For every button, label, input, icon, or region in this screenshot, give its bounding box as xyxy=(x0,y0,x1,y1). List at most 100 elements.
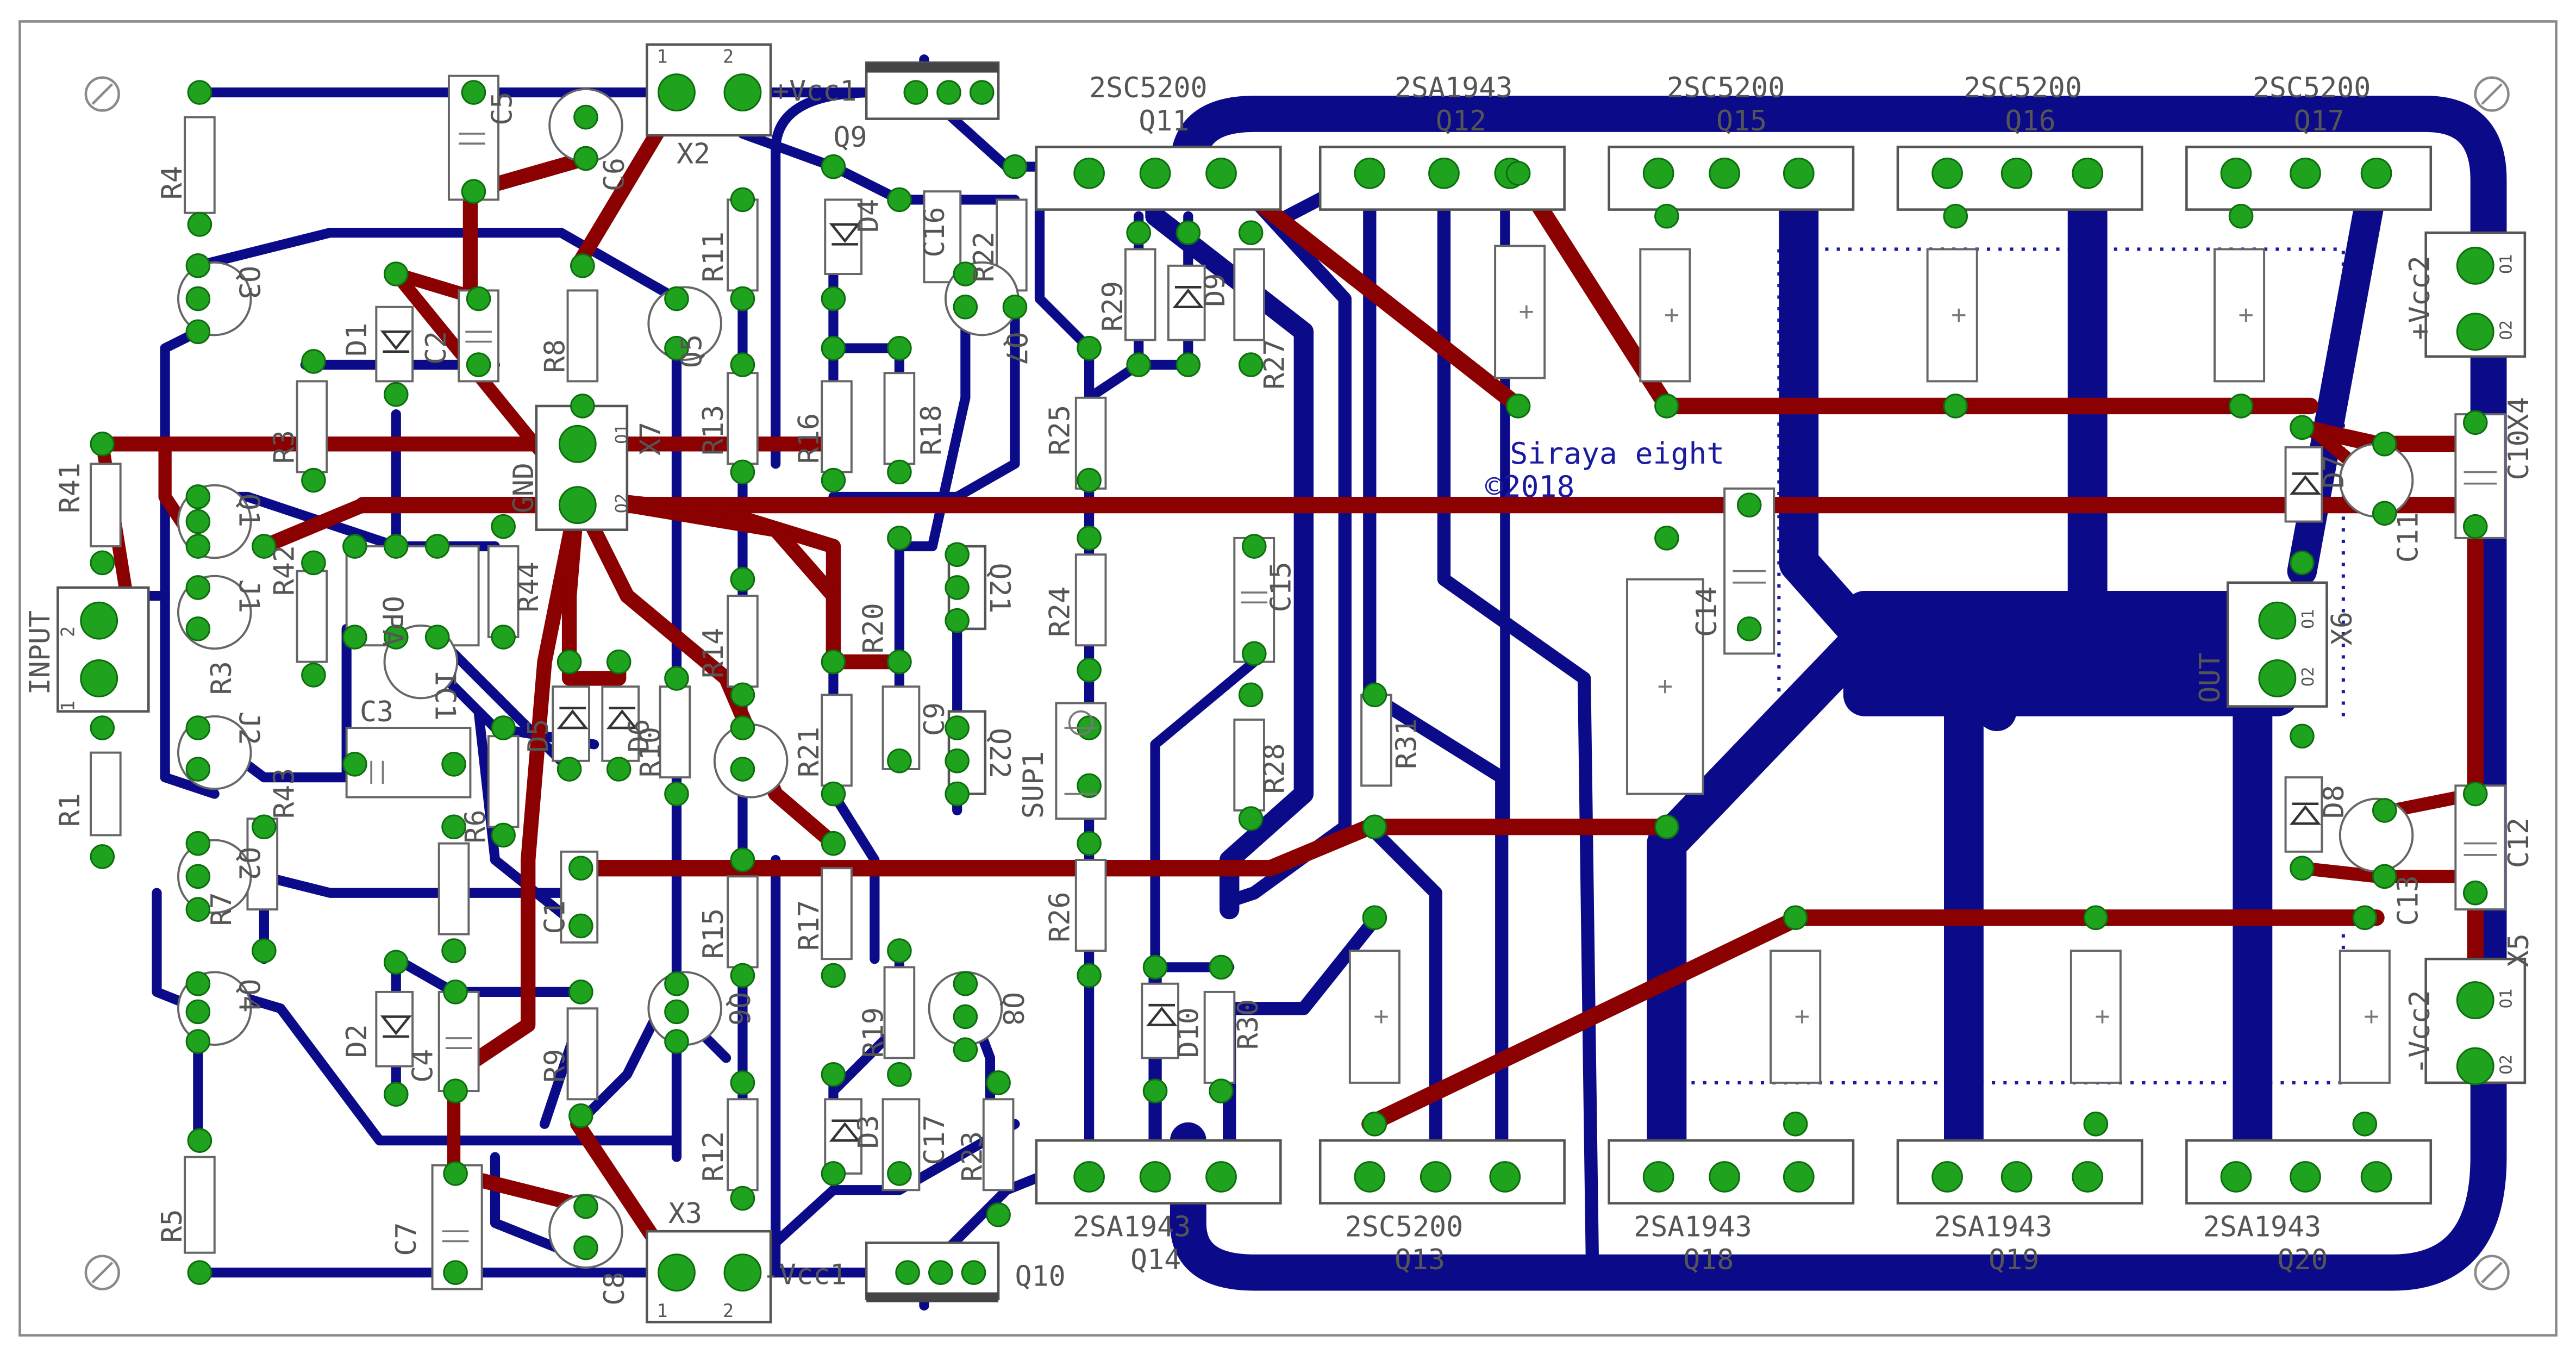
ref-q13: Q13 xyxy=(1395,1244,1445,1276)
label-r8: R8 xyxy=(539,339,571,373)
r17-body xyxy=(821,867,853,960)
r11-body xyxy=(727,198,759,292)
top-copper-layer xyxy=(95,93,2484,1280)
label-c1: C1 xyxy=(539,900,571,934)
label-r13: R13 xyxy=(697,405,730,456)
label-x3-pin1: 1 xyxy=(657,1300,668,1321)
bottom-copper-layer xyxy=(94,54,2507,1311)
label-vcc1-negative: -Vcc1 xyxy=(762,1258,847,1291)
label-c9: C9 xyxy=(918,702,951,736)
label-r21: R21 xyxy=(793,727,826,777)
label-q7: Q7 xyxy=(999,332,1032,365)
label-x7: X7 xyxy=(635,422,667,456)
label-r9: R9 xyxy=(539,1049,571,1083)
label-d9: D9 xyxy=(1199,273,1231,307)
r15-body xyxy=(727,875,759,969)
part-q13: 2SC5200 xyxy=(1345,1211,1464,1243)
r44-body xyxy=(487,545,520,639)
part-q19: 2SA1943 xyxy=(1934,1211,2053,1243)
label-r14: R14 xyxy=(697,628,730,678)
r24-body xyxy=(1074,553,1107,647)
label-x3-pin2: 2 xyxy=(723,1300,734,1321)
label-opa: OPA xyxy=(376,596,408,646)
label-q3: Q3 xyxy=(232,266,265,300)
label-r19: R19 xyxy=(858,1007,890,1058)
label-q5: Q5 xyxy=(676,334,709,368)
label-r24: R24 xyxy=(1044,587,1077,637)
driver-heatsink-bars xyxy=(866,63,999,1302)
label-q22: Q22 xyxy=(983,728,1016,778)
label-vcc2-negative: -Vcc2 xyxy=(2404,990,2436,1074)
label-r28: R28 xyxy=(1258,743,1291,794)
label-q10: Q10 xyxy=(1015,1260,1065,1293)
label-c14: C14 xyxy=(1691,587,1723,637)
label-d3: D3 xyxy=(852,1115,885,1149)
label-j1: J1 xyxy=(232,579,265,613)
c16-body xyxy=(923,190,962,284)
label-c11: C11 xyxy=(2392,512,2424,563)
r4-body xyxy=(184,116,216,214)
label-c10: C10 xyxy=(2503,429,2535,480)
r23-body xyxy=(982,1098,1015,1191)
label-ic1: IC1 xyxy=(429,670,461,721)
label-r25: R25 xyxy=(1044,405,1077,456)
label-x7-pin1: O1 xyxy=(612,424,632,444)
label-r6: R6 xyxy=(460,809,492,843)
r18-body xyxy=(883,372,916,465)
label-c5: C5 xyxy=(486,92,518,126)
label-q9: Q9 xyxy=(833,121,867,154)
r28-body xyxy=(1233,718,1265,812)
ref-q12: Q12 xyxy=(1436,105,1486,138)
d2-body xyxy=(375,990,414,1068)
label-r4: R4 xyxy=(156,166,189,199)
label-d4: D4 xyxy=(852,199,885,233)
r29-body xyxy=(1124,248,1156,341)
label-q2: Q2 xyxy=(232,847,265,881)
r30-body xyxy=(1203,990,1236,1084)
label-c2: C2 xyxy=(420,331,453,365)
label-r43: R43 xyxy=(268,768,301,819)
r5-body xyxy=(184,1156,216,1254)
label-x5: X5 xyxy=(2503,933,2535,967)
label-input-pin2: 2 xyxy=(58,626,79,637)
board-title: Siraya eight xyxy=(1510,436,1724,471)
label-gnd: GND xyxy=(508,463,540,513)
r8-body xyxy=(566,289,599,383)
label-out: OUT xyxy=(2194,652,2227,703)
part-q12: 2SA1943 xyxy=(1395,72,1513,104)
r37-body xyxy=(1770,950,1822,1084)
label-x4-pin2: O2 xyxy=(2497,320,2516,340)
label-j2: J2 xyxy=(232,712,265,745)
label-q1: Q1 xyxy=(232,494,265,527)
label-r3: R3 xyxy=(205,661,238,695)
q2-outline xyxy=(177,839,252,914)
label-vcc2-positive: +Vcc2 xyxy=(2404,255,2436,340)
label-c7: C7 xyxy=(390,1222,423,1256)
label-r10: R10 xyxy=(635,727,667,777)
label-c8: C8 xyxy=(598,1272,631,1306)
r9-body xyxy=(566,1007,599,1101)
label-r11: R11 xyxy=(697,232,730,282)
label-vcc1-positive: +Vcc1 xyxy=(772,75,856,108)
label-r44: R44 xyxy=(512,562,545,612)
silkscreen-labels: 2SC5200 Q11 2SA1943 Q12 2SC5200 Q15 2SC5… xyxy=(24,46,2535,1321)
r19-body xyxy=(883,966,916,1059)
label-r15: R15 xyxy=(697,908,730,959)
ref-q17: Q17 xyxy=(2294,105,2344,138)
r27-body xyxy=(1233,248,1265,341)
part-q20: 2SA1943 xyxy=(2203,1211,2322,1243)
mounting-hole-top-right-icon xyxy=(2474,76,2510,112)
ref-q16: Q16 xyxy=(2005,105,2055,138)
q3-outline xyxy=(177,261,252,336)
mounting-hole-top-left-icon xyxy=(84,76,120,112)
ref-q14: Q14 xyxy=(1130,1244,1181,1276)
r41-body xyxy=(90,463,122,548)
ref-q20: Q20 xyxy=(2277,1244,2328,1276)
label-r5: R5 xyxy=(156,1209,189,1243)
label-x2-pin1: 1 xyxy=(657,46,668,67)
part-q14: 2SA1943 xyxy=(1073,1211,1191,1243)
ref-q18: Q18 xyxy=(1683,1244,1734,1276)
r10-body xyxy=(659,685,691,779)
part-q15: 2SC5200 xyxy=(1667,72,1785,104)
